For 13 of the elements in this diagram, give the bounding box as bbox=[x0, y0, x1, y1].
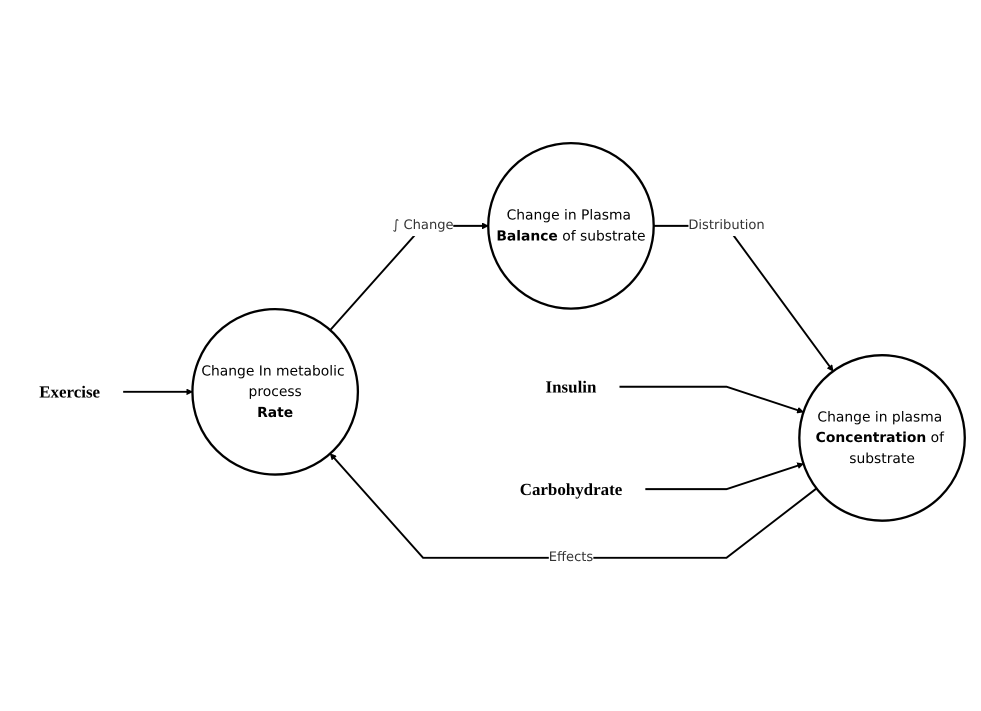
node-text: Carbohydrate bbox=[520, 480, 622, 499]
arrow bbox=[620, 386, 804, 414]
edge-label: ∫ Change bbox=[392, 218, 454, 234]
node-circle: Change In metabolic process Rate bbox=[191, 308, 360, 476]
node-text: Exercise bbox=[39, 382, 100, 402]
arrow bbox=[330, 453, 818, 559]
node-text: Insulin bbox=[546, 377, 596, 396]
arrow bbox=[123, 388, 193, 396]
edge-label: Effects bbox=[548, 550, 594, 566]
node-circle: Change in plasma Concentration of substrate bbox=[798, 354, 966, 522]
node-circle: Change in Plasma Balance of substrate bbox=[487, 142, 655, 310]
arrow bbox=[645, 462, 804, 490]
edge-label: Distribution bbox=[688, 218, 765, 234]
